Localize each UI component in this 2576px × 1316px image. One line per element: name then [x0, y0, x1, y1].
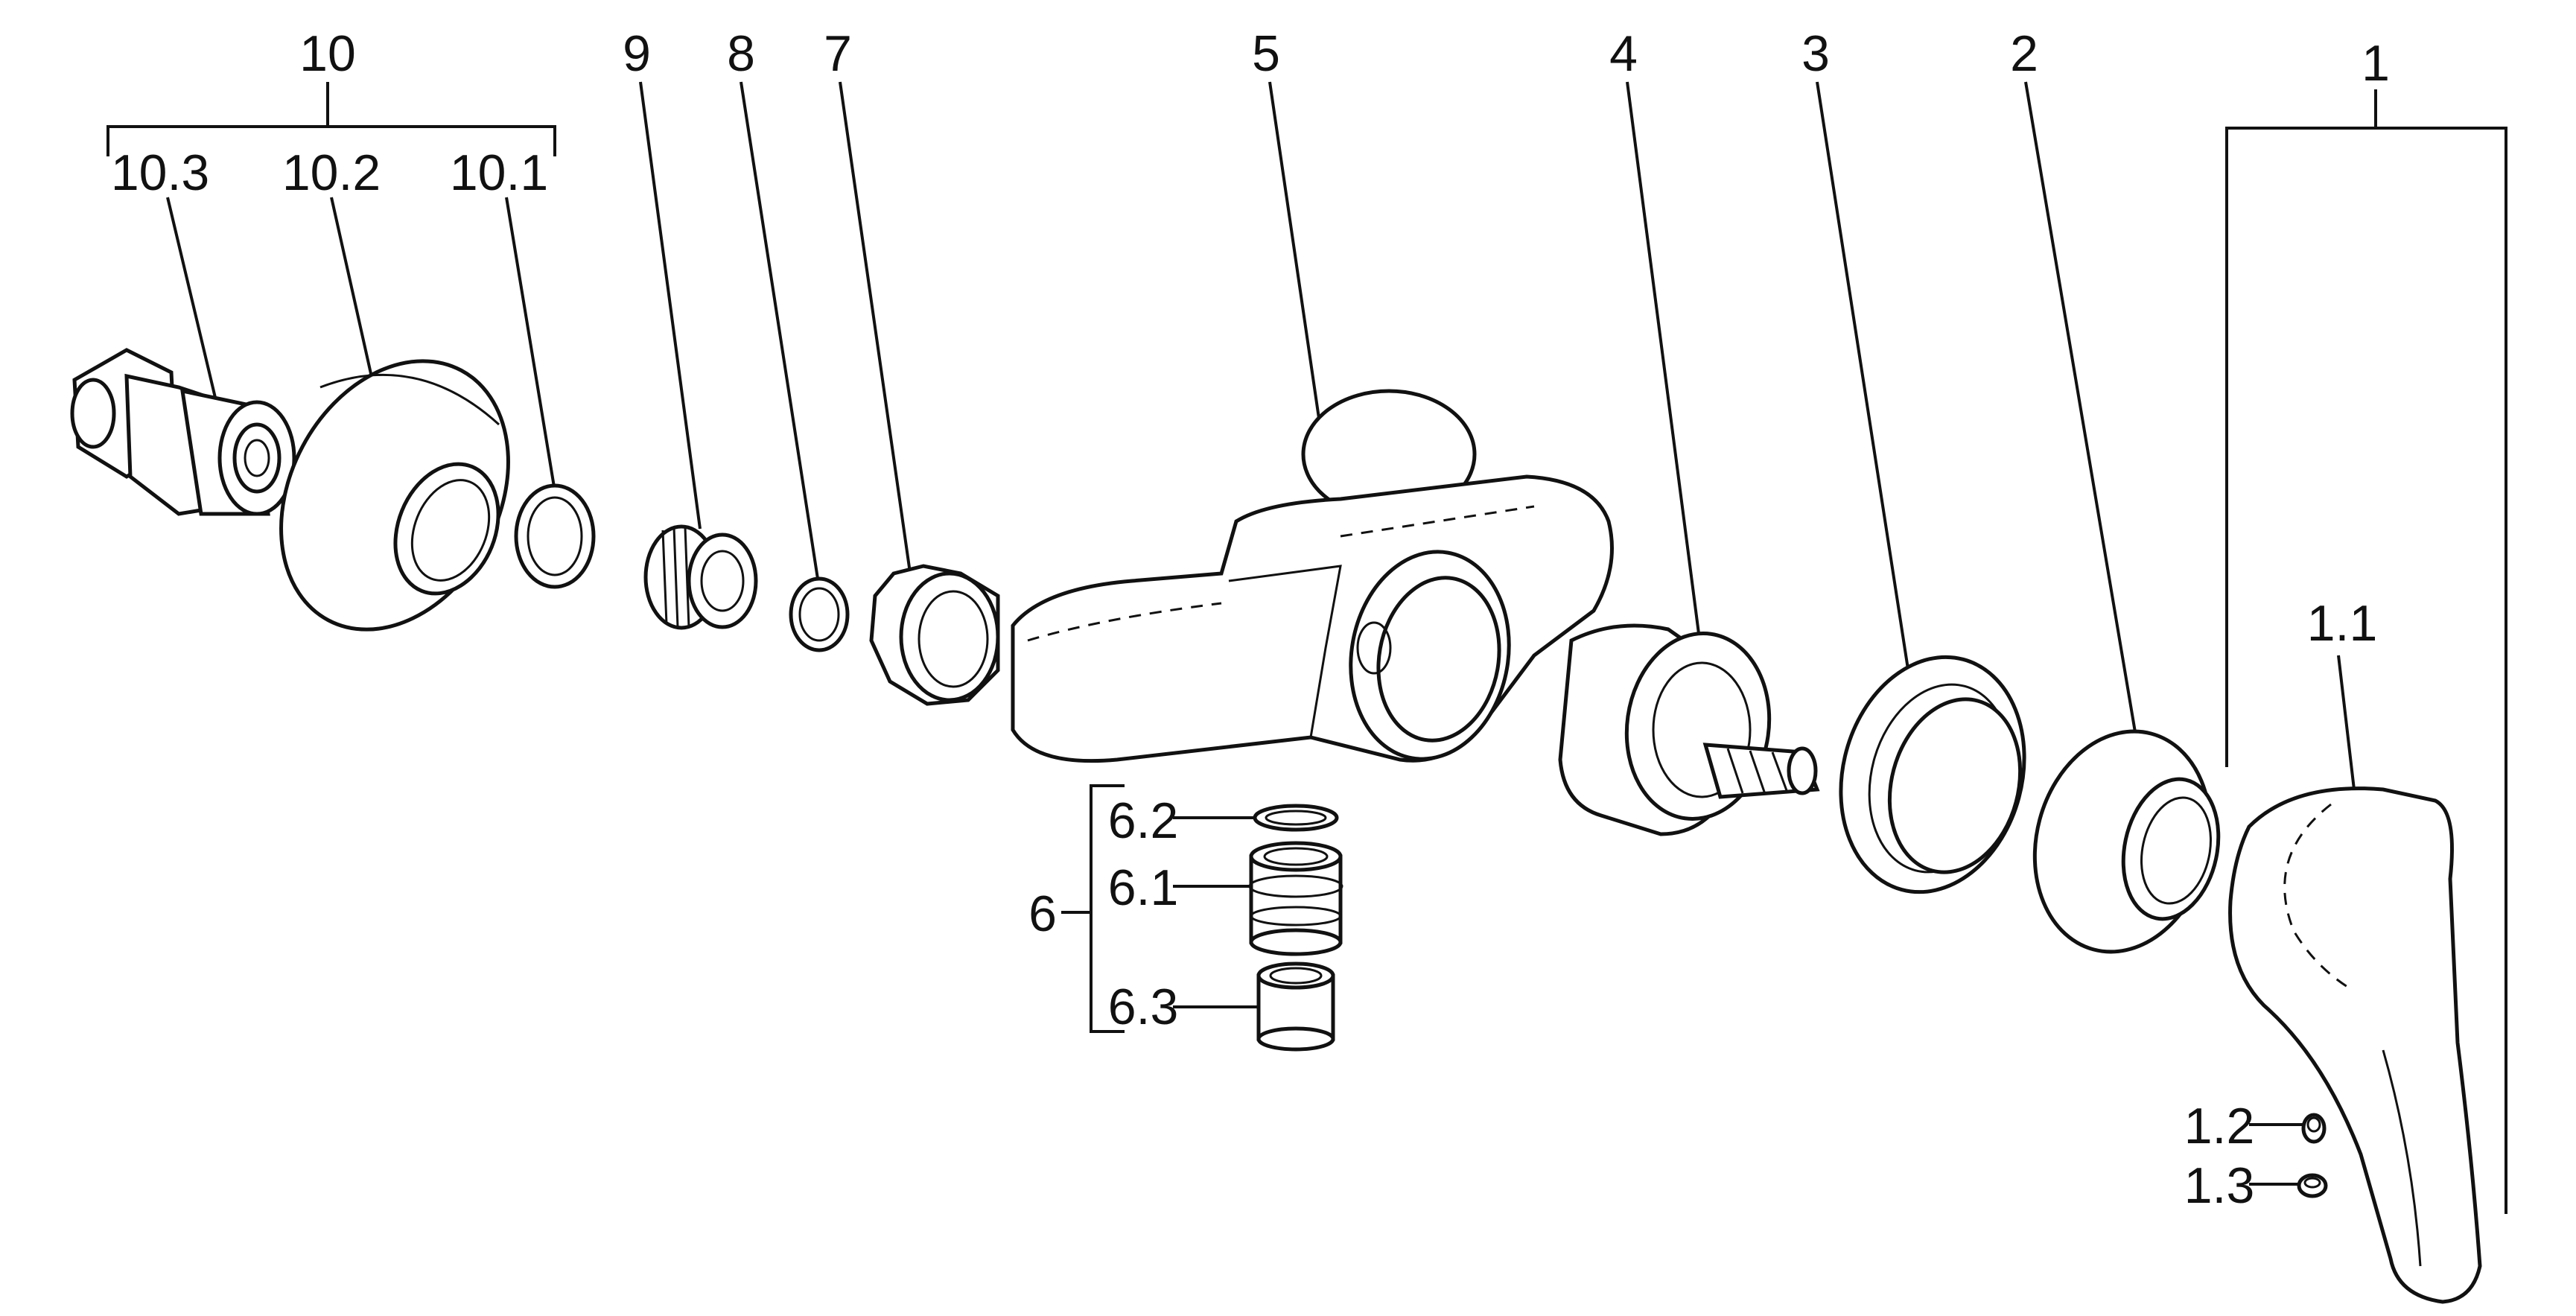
label-10-3: 10.3	[111, 144, 209, 201]
bracket-6	[1061, 784, 1125, 1033]
label-4: 4	[1609, 25, 1638, 82]
part-1-3-screw	[2297, 1173, 2328, 1198]
part-10-3-eccentric-connector	[70, 348, 296, 516]
label-10: 10	[299, 25, 356, 82]
label-1: 1	[2362, 35, 2390, 92]
label-5: 5	[1252, 25, 1280, 82]
part-10-2-rosette	[279, 359, 510, 632]
part-1-2-screw	[2301, 1113, 2327, 1144]
label-9: 9	[623, 25, 651, 82]
part-9-check-valve	[643, 524, 758, 630]
label-3: 3	[1801, 25, 1830, 82]
bracket-1	[2225, 89, 2507, 1214]
label-1-2: 1.2	[2184, 1098, 2255, 1154]
part-7-union-nut	[869, 564, 1000, 706]
label-10-2: 10.2	[282, 144, 381, 201]
label-1-3: 1.3	[2184, 1157, 2255, 1214]
part-8-o-ring	[789, 576, 850, 652]
part-3-threaded-ring	[1839, 655, 2026, 894]
part-5-mixer-body	[1011, 389, 1614, 763]
part-4-cartridge	[1558, 623, 1820, 836]
part-6-1-valve-seat	[1248, 841, 1343, 956]
label-1-1: 1.1	[2307, 595, 2378, 652]
label-6-3: 6.3	[1108, 979, 1179, 1035]
bracket-10	[106, 82, 556, 156]
label-6-2: 6.2	[1108, 792, 1179, 849]
label-8: 8	[727, 25, 755, 82]
part-6-2-o-ring	[1253, 804, 1339, 832]
part-2-cover-cap	[2032, 729, 2221, 954]
part-6-3-sleeve	[1256, 961, 1335, 1052]
label-7: 7	[824, 25, 852, 82]
label-2: 2	[2010, 25, 2038, 82]
part-10-1-washer	[514, 483, 596, 589]
label-10-1: 10.1	[450, 144, 548, 201]
label-6-1: 6.1	[1108, 859, 1179, 916]
part-1-1-lever-handle	[2228, 786, 2482, 1304]
label-6: 6	[1028, 886, 1057, 942]
